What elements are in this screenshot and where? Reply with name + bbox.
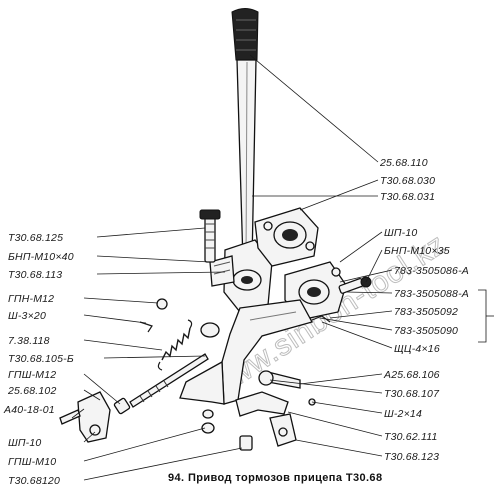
- threaded-rod: [113, 353, 209, 415]
- label-t30-62-111: Т30.62.111: [384, 431, 438, 443]
- label-a25-68-106: А25.68.106: [383, 369, 440, 381]
- label-t30-68-123: Т30.68.123: [384, 451, 439, 463]
- label-shp-10-right: ШП-10: [384, 227, 417, 239]
- label-t30-68-031: Т30.68.031: [380, 191, 435, 203]
- label-sh-2x14: Ш-2×14: [384, 408, 422, 420]
- brake-lever: [231, 8, 259, 263]
- assembly-drawing: [59, 8, 372, 451]
- label-25-68-110: 25.68.110: [379, 157, 428, 169]
- label-783-3505090: 783-3505090: [394, 325, 458, 337]
- label-shts-4x16: ЩЦ-4×16: [394, 343, 440, 355]
- label-t30-68-107: Т30.68.107: [384, 388, 440, 400]
- label-bnp-m10x40: БНП-М10×40: [8, 251, 74, 263]
- label-a40-18-01: А40-18-01: [3, 404, 55, 416]
- labels-left: Т30.68.125 БНП-М10×40 Т30.68.113 ГПН-М12…: [3, 232, 74, 487]
- label-t30-68-113: Т30.68.113: [8, 269, 62, 281]
- label-7-38-118: 7.38.118: [8, 335, 50, 347]
- clevis-left: [59, 391, 111, 443]
- label-gpsh-m10: ГПШ-М10: [8, 456, 56, 468]
- label-t30-68-125: Т30.68.125: [8, 232, 63, 244]
- label-shp-10-left: ШП-10: [8, 437, 41, 449]
- flange-housing-upper: [254, 207, 319, 267]
- main-arm: [179, 299, 313, 405]
- label-783-3505088-a: 783-3505088-А: [394, 288, 469, 300]
- label-sh-3x20: Ш-3×20: [8, 310, 46, 322]
- label-gpsh-m12: ГПШ-М12: [8, 369, 56, 381]
- figure-caption: 94. Привод тормозов прицепа Т30.68: [168, 472, 382, 484]
- label-t30-68-030: Т30.68.030: [380, 175, 435, 187]
- label-25-68-102: 25.68.102: [7, 385, 57, 397]
- label-783-3505086-a: 783-3505086-А: [394, 265, 469, 277]
- leader-lines: [71, 54, 494, 481]
- label-t30-68-105-b: Т30.68.105-Б: [8, 353, 74, 365]
- label-t30-68120: Т30.68120: [8, 475, 60, 487]
- label-gpn-m12: ГПН-М12: [8, 293, 54, 305]
- small-parts: [139, 298, 253, 451]
- spring: [157, 319, 193, 371]
- labels-right: 25.68.110 Т30.68.030 Т30.68.031 ШП-10 БН…: [379, 157, 469, 463]
- lower-yoke: [235, 315, 331, 447]
- label-bnp-m10x35: БНП-М10×35: [384, 245, 450, 257]
- label-783-3505092: 783-3505092: [394, 306, 458, 318]
